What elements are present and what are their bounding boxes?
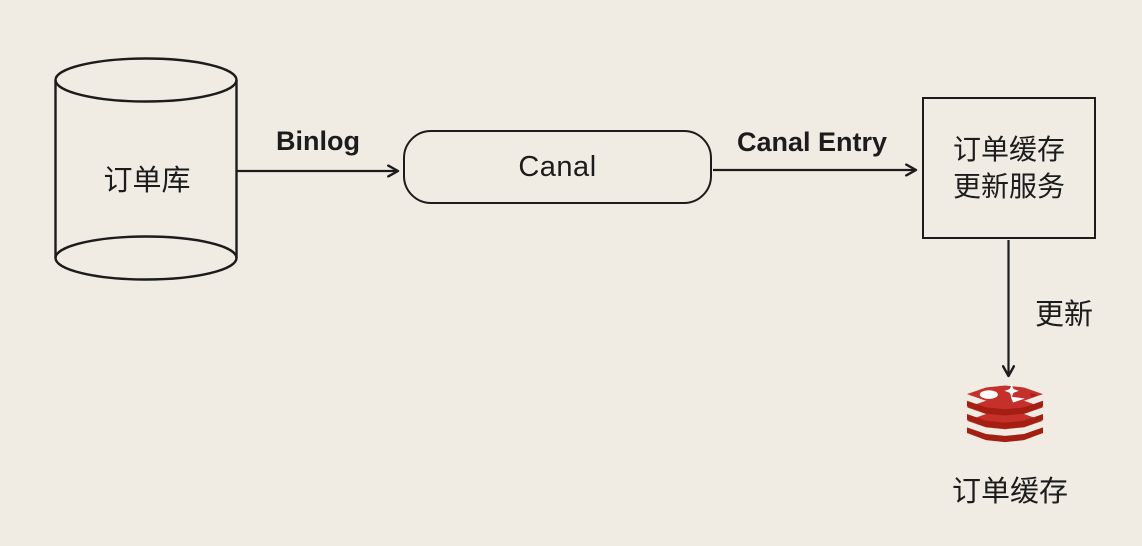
binlog-edge-label: Binlog [276,126,360,156]
canal-node: Canal [403,130,712,204]
database-label: 订单库 [103,165,191,197]
cache-label: 订单缓存 [951,476,1068,508]
service-label-line1: 订单缓存 [952,134,1065,165]
redis-icon [967,384,1043,446]
update-edge-label: 更新 [1035,299,1094,331]
cache-update-service-node: 订单缓存 更新服务 [922,97,1096,239]
canal-entry-edge-label: Canal Entry [736,127,888,157]
canal-node-label: Canal [518,150,597,183]
service-label-line2: 更新服务 [952,171,1065,202]
database-cylinder [54,57,238,281]
